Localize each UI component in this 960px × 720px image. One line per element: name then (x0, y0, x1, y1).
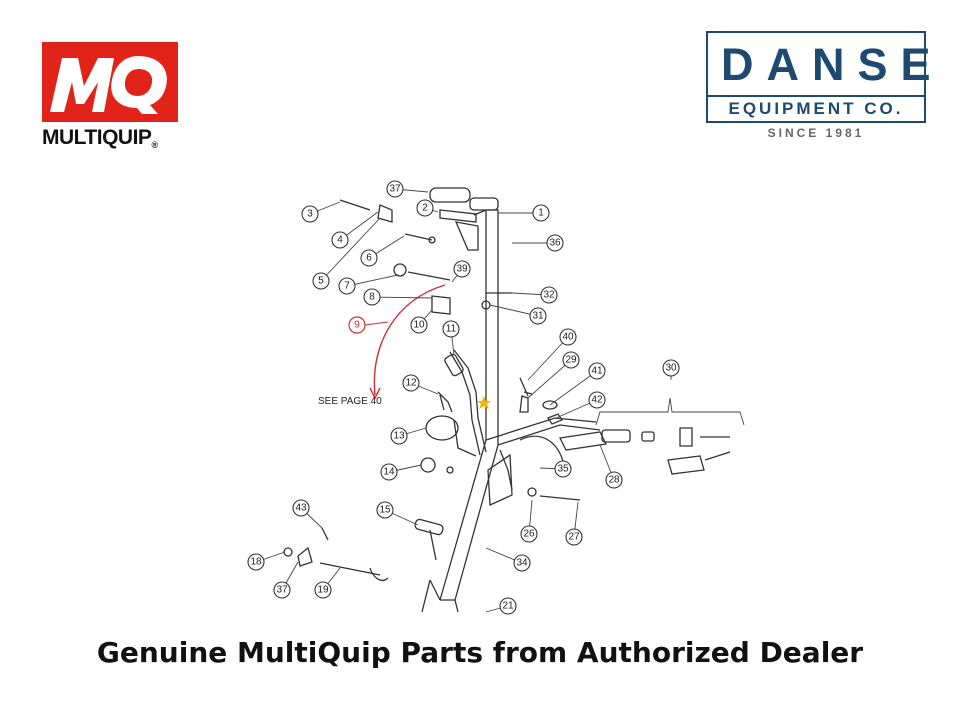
callout-label: 5 (318, 276, 324, 287)
callout-bubble (380, 463, 398, 481)
callout-label: 14 (383, 467, 395, 478)
callout-label: 13 (393, 431, 405, 442)
callout-bubble (588, 391, 606, 409)
callout-label: 4 (337, 235, 343, 246)
callout-bubble (546, 234, 564, 252)
grip-assembly (339, 187, 512, 315)
callout-label: 1 (538, 208, 544, 219)
lower-linkage (283, 518, 444, 582)
handle-tube (421, 209, 601, 613)
callout-bubble (540, 286, 558, 304)
callout-leader (346, 274, 399, 287)
callout-label: 2 (422, 203, 428, 214)
callout-bubble (532, 204, 550, 222)
callout-bubble (314, 581, 332, 599)
see-page-callout: 9 SEE PAGE 40 (318, 284, 446, 407)
callout-label: 12 (405, 378, 417, 389)
callout-bubble (386, 180, 404, 198)
danse-since: SINCE 1981 (767, 126, 865, 140)
callout-leader (527, 336, 569, 381)
danse-logo: DANSE EQUIPMENT CO. (706, 31, 944, 123)
callout-label: 21 (502, 601, 514, 612)
callout-bubble (312, 272, 330, 290)
callout-bubble (247, 553, 265, 571)
callout-label: 29 (565, 355, 577, 366)
callout-label: 31 (532, 311, 544, 322)
callout-bubble (390, 427, 408, 445)
callout-bubble (442, 320, 460, 338)
callout-leader (527, 359, 572, 399)
multiquip-logo: MULTIQUIP® (42, 42, 182, 152)
callout-bubble (605, 471, 623, 489)
callout-label: 15 (379, 505, 391, 516)
callout-label: 42 (591, 395, 603, 406)
callout-label: 35 (557, 464, 569, 475)
callout-bubble (402, 374, 420, 392)
callout-label: 32 (543, 290, 555, 301)
callout-label: 39 (456, 264, 468, 275)
callout-label: 30 (665, 363, 677, 374)
callout-label: 19 (317, 585, 329, 596)
callout-label: 36 (549, 238, 561, 249)
callout-label: 6 (366, 253, 372, 264)
callout-bubble (331, 231, 349, 249)
callout-bubble (453, 260, 471, 278)
callout-leader (320, 217, 381, 282)
callout-label: 41 (591, 366, 603, 377)
callout-label: 27 (568, 532, 580, 543)
callout-label: 7 (344, 281, 350, 292)
callout-leader (549, 370, 598, 406)
callout-bubble (513, 554, 531, 572)
callout-label: 37 (389, 184, 401, 195)
callout-bubble (416, 199, 434, 217)
cable-assembly (420, 349, 607, 506)
callout-label: 28 (608, 475, 620, 486)
callout-leader (371, 296, 433, 299)
danse-name: DANSE (721, 39, 944, 90)
multiquip-wordmark: MULTIQUIP® (42, 126, 158, 150)
callout-bubble (529, 307, 547, 325)
callout-label: 26 (523, 529, 535, 540)
red-callout-label: 9 (354, 320, 360, 331)
danse-subtitle: EQUIPMENT CO. (728, 99, 904, 118)
callout-bubble (520, 525, 538, 543)
callout-label: 11 (446, 324, 457, 335)
callout-bubble (562, 351, 580, 369)
callout-bubble (301, 205, 319, 223)
mq-mark-icon (42, 42, 178, 122)
cable-end-assembly (595, 397, 745, 475)
callout-bubble (559, 328, 577, 346)
callout-label: 3 (307, 209, 313, 220)
callout-bubble (360, 249, 378, 267)
callout-label: 37 (276, 585, 288, 596)
see-page-note: SEE PAGE 40 (318, 396, 382, 407)
callout-bubble (363, 288, 381, 306)
callout-bubble (588, 362, 606, 380)
callout-label: 34 (516, 558, 528, 569)
callout-bubble (338, 277, 356, 295)
star-marker-icon (477, 396, 491, 409)
callout-label: 10 (413, 320, 425, 331)
tagline: Genuine MultiQuip Parts from Authorized … (96, 636, 864, 669)
callout-label: 43 (295, 503, 307, 514)
callout-bubble (499, 597, 517, 615)
callout-bubble (273, 581, 291, 599)
callout-label: 40 (562, 332, 574, 343)
callout-bubble (662, 359, 680, 377)
callout-bubble (554, 460, 572, 478)
danse-divider (708, 95, 924, 97)
callout-bubble (410, 316, 428, 334)
callout-bubble (565, 528, 583, 546)
callout-label: 8 (369, 292, 375, 303)
callout-label: 18 (250, 557, 262, 568)
callout-bubble (292, 499, 310, 517)
callout-bubble (376, 501, 394, 519)
